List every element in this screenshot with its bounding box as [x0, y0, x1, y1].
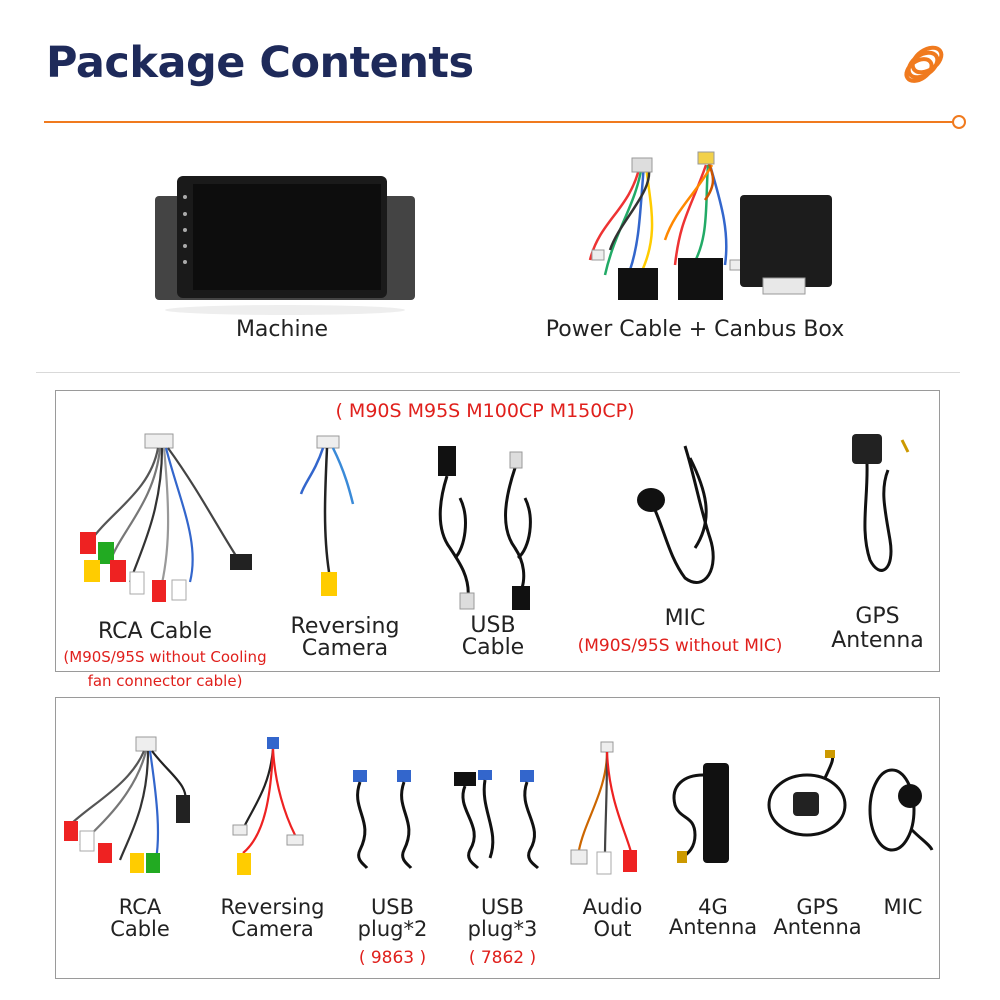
power-cable-label: Power Cable + Canbus Box [545, 317, 845, 342]
page-title: Package Contents [46, 38, 474, 88]
reversing-camera-2-image [225, 735, 320, 885]
gps-antenna-image [840, 430, 915, 590]
mic-2-image [862, 750, 937, 870]
power-cable-image [580, 150, 840, 305]
4g-antenna-label-2: Antenna [668, 915, 758, 939]
usb-plug-2-note: ( 9863 ) [358, 948, 427, 968]
usb-plug-3-image [450, 770, 560, 870]
package-box-accessories [55, 697, 940, 979]
models-note: ( M90S M95S M100CP M150CP) [335, 400, 635, 422]
rca-cable-note-1: (M90S/95S without Cooling [63, 648, 267, 666]
usb-plug-3-label-1: USB [480, 895, 525, 919]
audio-out-label-2: Out [593, 917, 632, 941]
reversing-camera-label-1: Reversing [290, 614, 400, 639]
header-divider [44, 121, 954, 123]
4g-antenna-image [665, 745, 745, 875]
usb-plug-3-label-2: plug*3 [467, 917, 538, 941]
4g-antenna-label-1: 4G [698, 895, 728, 919]
usb-cable-label-1: USB [470, 613, 516, 638]
usb-cable-image [430, 438, 560, 613]
gps-antenna-2-label-1: GPS [796, 895, 839, 919]
mic-label: MIC [664, 606, 706, 631]
rca-cable-image [70, 432, 260, 612]
gps-antenna-label-1: GPS [855, 604, 900, 629]
rca-cable-note-2: fan connector cable) [87, 672, 243, 690]
usb-plug-2-image [345, 770, 435, 870]
rca-cable-2-label-1: RCA [118, 895, 162, 919]
rca-cable-2-label-2: Cable [110, 917, 170, 941]
gps-antenna-2-label-2: Antenna [773, 915, 862, 939]
reversing-camera-2-label-2: Camera [231, 917, 314, 941]
usb-plug-2-label-1: USB [370, 895, 415, 919]
brand-logo-icon [900, 38, 950, 88]
package-box-models [55, 390, 940, 672]
usb-plug-3-note: ( 7862 ) [468, 948, 537, 968]
machine-image [155, 172, 415, 317]
mic-image [625, 438, 735, 598]
section-divider [36, 372, 960, 373]
audio-out-image [565, 740, 650, 885]
rca-cable-2-image [60, 735, 205, 885]
reversing-camera-cable-image [295, 432, 375, 612]
usb-cable-label-2: Cable [461, 635, 525, 660]
gps-antenna-2-image [765, 750, 860, 860]
mic-note: (M90S/95S without MIC) [577, 636, 783, 656]
reversing-camera-label-2: Camera [301, 636, 389, 661]
reversing-camera-2-label-1: Reversing [220, 895, 325, 919]
usb-plug-2-label-2: plug*2 [357, 917, 428, 941]
divider-end-dot [952, 115, 966, 129]
gps-antenna-label-2: Antenna [831, 628, 924, 653]
machine-label: Machine [235, 317, 329, 342]
audio-out-label-1: Audio [582, 895, 643, 919]
rca-cable-label: RCA Cable [97, 619, 213, 644]
mic-2-label: MIC [883, 895, 923, 919]
